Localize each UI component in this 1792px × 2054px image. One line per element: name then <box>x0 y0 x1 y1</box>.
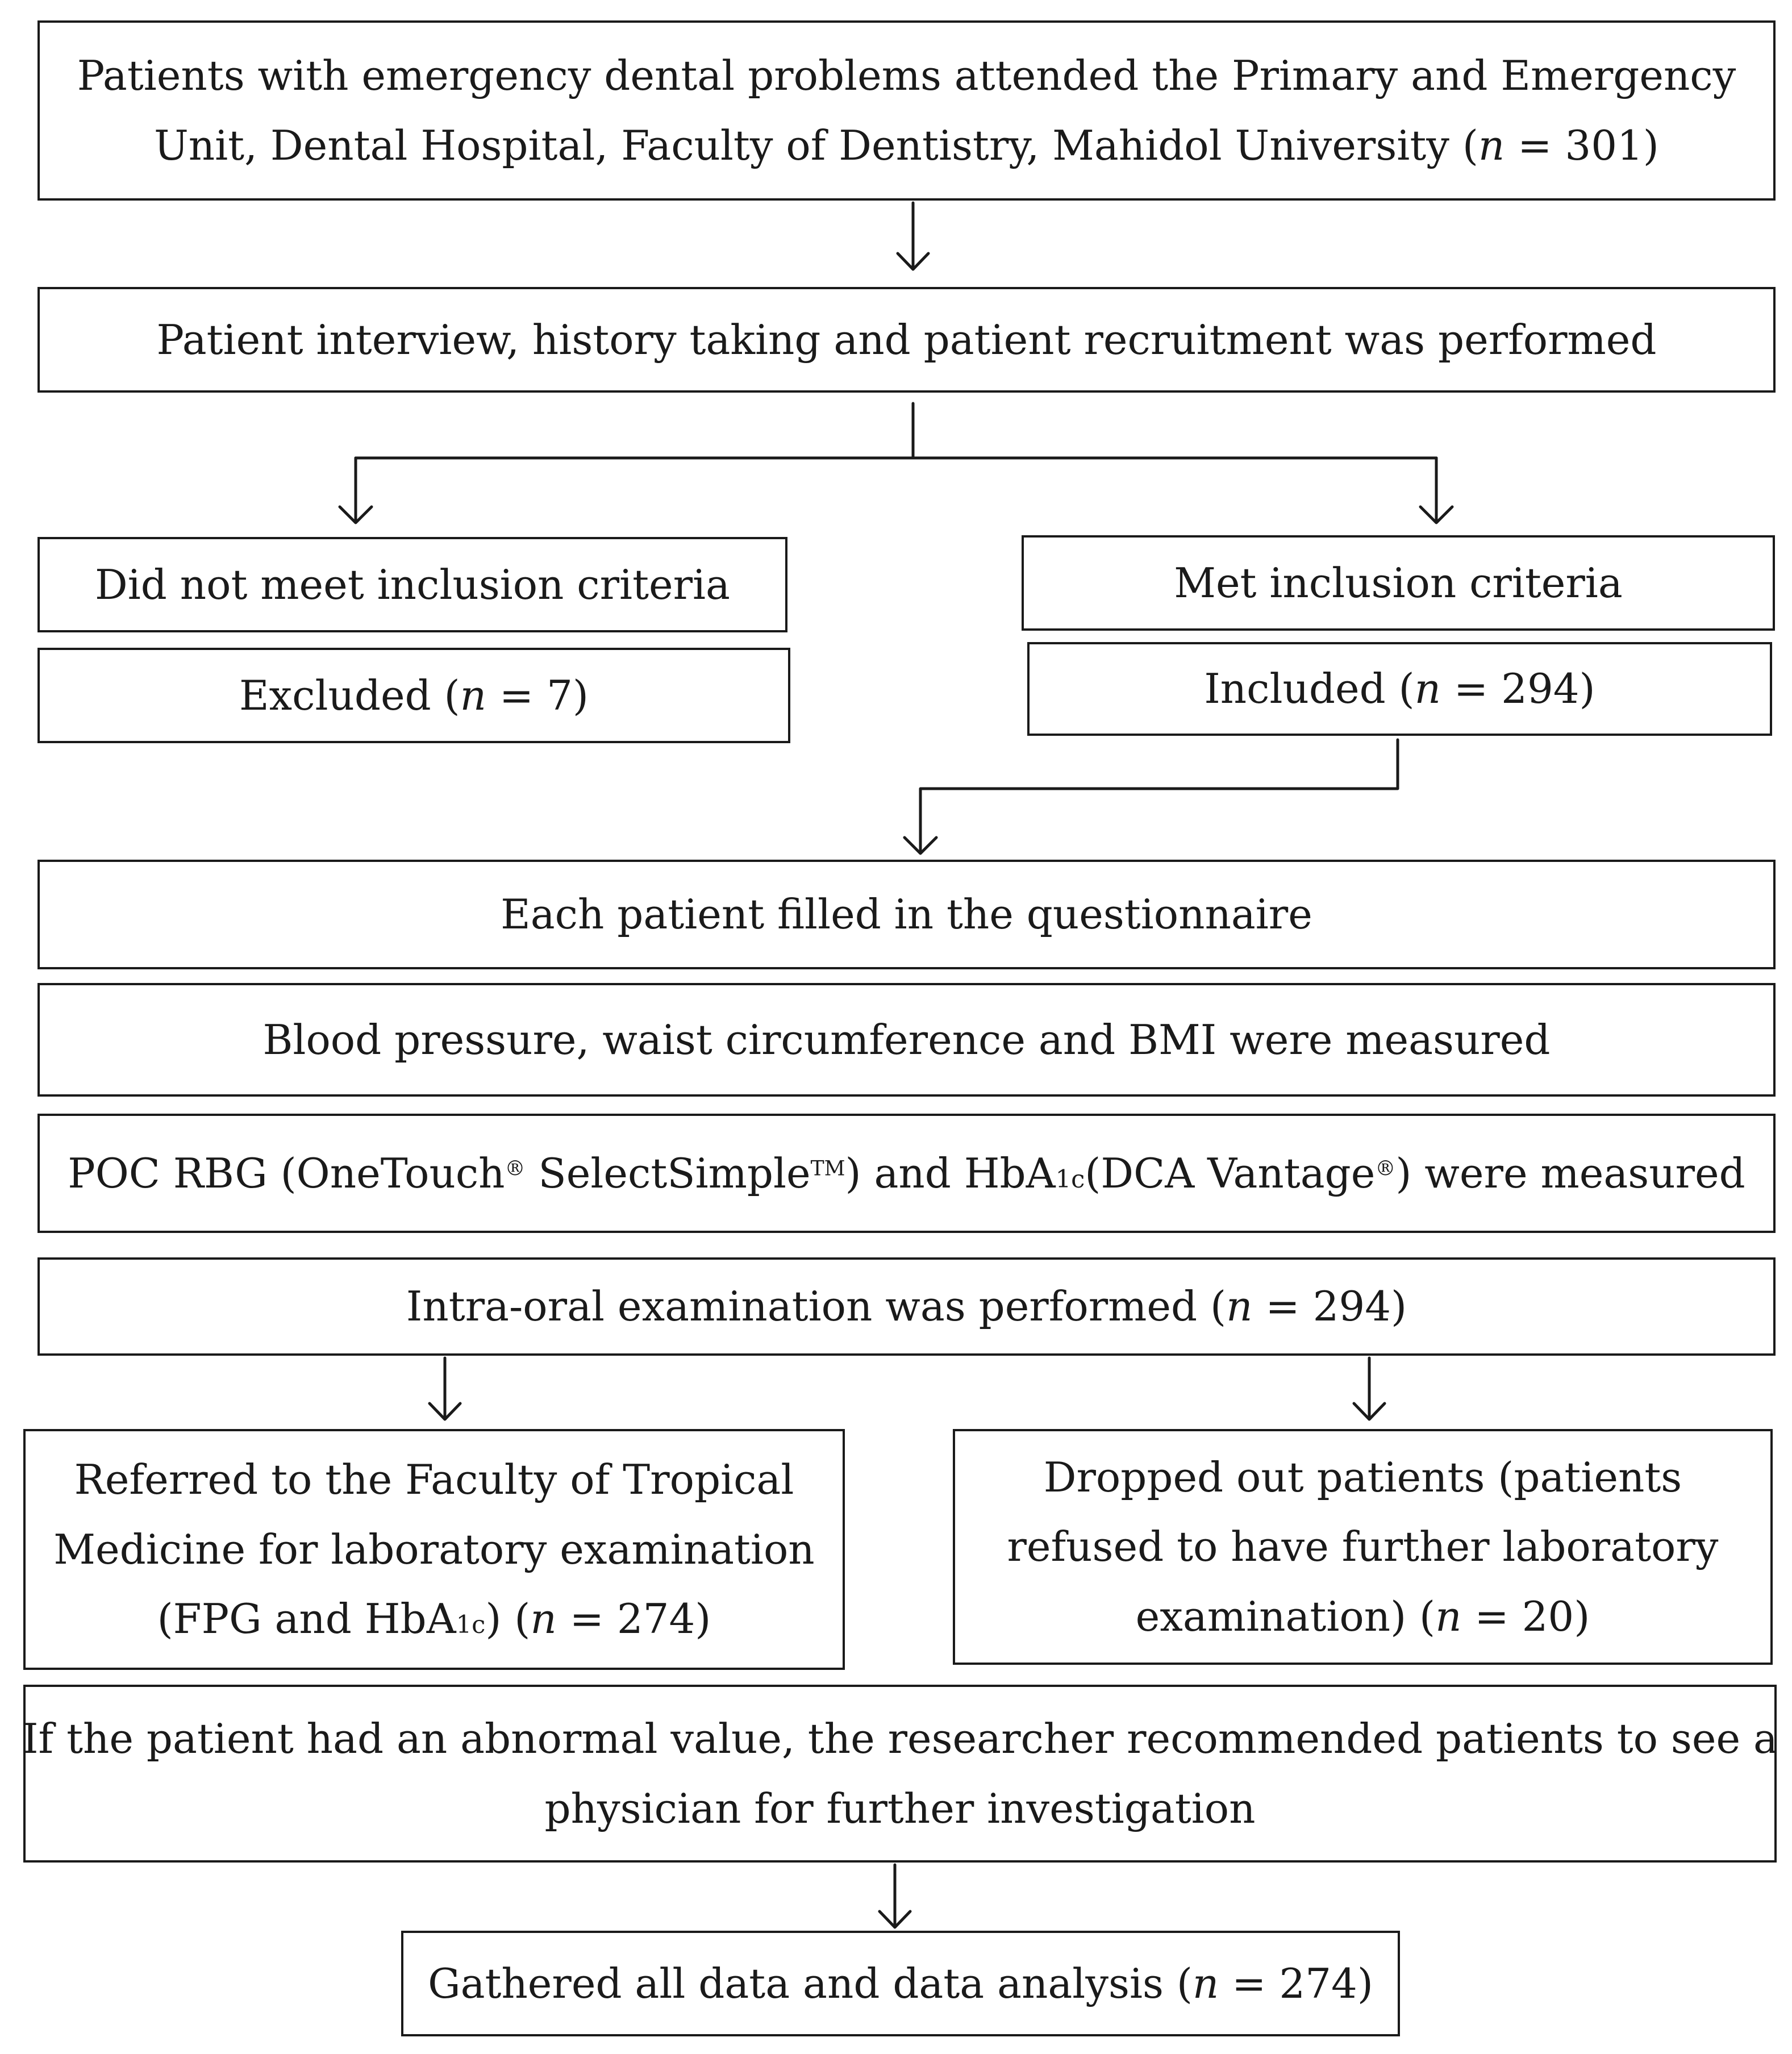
node-interview-text: Patient interview, history taking and pa… <box>156 315 1657 364</box>
node-interview: Patient interview, history taking and pa… <box>37 287 1776 393</box>
node-dropped-line1: Dropped out patients (patients <box>1043 1453 1682 1501</box>
node-excluded: Excluded (n = 7) <box>37 648 790 743</box>
node-dropped-line3: examination) (n = 20) <box>1135 1592 1590 1640</box>
node-excluded-text: Excluded (n = 7) <box>239 671 589 719</box>
node-referred-line2: Medicine for laboratory examination <box>53 1525 815 1573</box>
arrow-intraoral-to-referred <box>428 1356 462 1421</box>
arrow-attended-to-interview <box>896 201 930 271</box>
node-poc: POC RBG (OneTouch® SelectSimpleTM) and H… <box>37 1114 1776 1233</box>
arrow-included-to-questionnaire <box>903 738 1399 855</box>
node-gathered: Gathered all data and data analysis (n =… <box>401 1931 1400 2036</box>
arrow-abnormal-to-gathered <box>878 1863 912 1929</box>
node-attended-line2: Unit, Dental Hospital, Faculty of Dentis… <box>154 121 1659 169</box>
node-included-text: Included (n = 294) <box>1204 665 1595 713</box>
node-questionnaire: Each patient filled in the questionnaire <box>37 860 1776 969</box>
node-measurements-text: Blood pressure, waist circumference and … <box>262 1015 1551 1064</box>
node-abnormal-line1: If the patient had an abnormal value, th… <box>22 1715 1778 1763</box>
node-measurements: Blood pressure, waist circumference and … <box>37 983 1776 1097</box>
node-referred: Referred to the Faculty of Tropical Medi… <box>23 1429 845 1670</box>
node-questionnaire-text: Each patient filled in the questionnaire <box>501 890 1312 939</box>
node-dropped-line2: refused to have further laboratory <box>1007 1523 1719 1571</box>
node-attended: Patients with emergency dental problems … <box>37 20 1776 201</box>
node-intraoral: Intra-oral examination was performed (n … <box>37 1257 1776 1356</box>
connector-interview-split <box>354 402 1438 460</box>
node-not-met-text: Did not meet inclusion criteria <box>95 560 730 609</box>
arrow-split-to-not-met <box>338 456 373 524</box>
node-referred-line3: (FPG and HbA1c) (n = 274) <box>157 1595 711 1643</box>
node-abnormal-line2: physician for further investigation <box>544 1784 1256 1832</box>
node-gathered-text: Gathered all data and data analysis (n =… <box>428 1959 1373 2007</box>
node-met-text: Met inclusion criteria <box>1174 559 1623 607</box>
node-attended-line1: Patients with emergency dental problems … <box>77 52 1736 100</box>
node-poc-text: POC RBG (OneTouch® SelectSimpleTM) and H… <box>68 1149 1745 1197</box>
node-not-met: Did not meet inclusion criteria <box>37 537 787 632</box>
arrow-split-to-met <box>1419 456 1454 524</box>
node-abnormal: If the patient had an abnormal value, th… <box>22 1685 1778 1863</box>
node-met: Met inclusion criteria <box>1022 535 1775 631</box>
node-included: Included (n = 294) <box>1027 642 1772 736</box>
node-referred-line1: Referred to the Faculty of Tropical <box>74 1456 794 1504</box>
arrow-intraoral-to-dropped <box>1352 1356 1386 1421</box>
node-dropped: Dropped out patients (patients refused t… <box>953 1429 1773 1665</box>
node-intraoral-text: Intra-oral examination was performed (n … <box>406 1282 1407 1331</box>
